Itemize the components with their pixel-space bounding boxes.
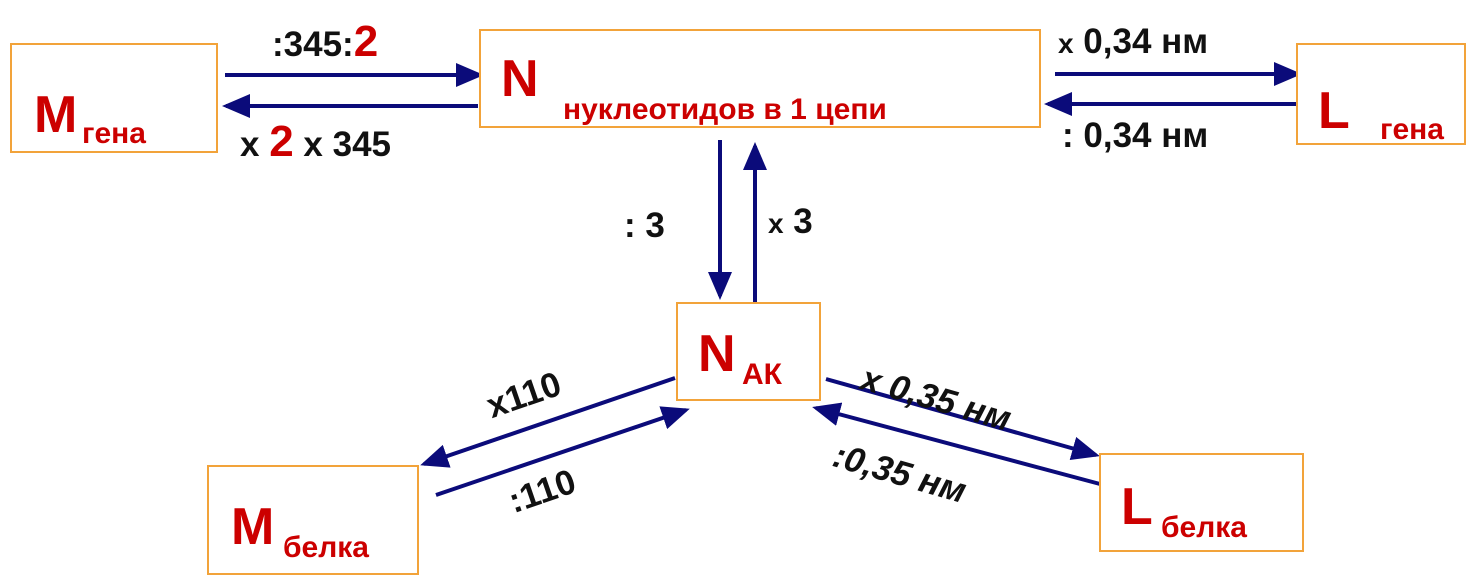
node-m-protein: M белка bbox=[207, 465, 419, 575]
label-ak-to-n: x 3 bbox=[768, 204, 813, 239]
node-n-ak: N АК bbox=[676, 302, 821, 401]
label-n-to-m: x 2 x 345 bbox=[240, 120, 391, 164]
arrow-ak-to-l bbox=[825, 377, 1100, 461]
label-ak-to-n-value: 3 bbox=[783, 202, 813, 241]
label-n-to-l-x: x bbox=[1058, 28, 1074, 59]
label-n-to-m-suffix: x 345 bbox=[293, 125, 391, 164]
label-n-to-l-value: 0,34 нм bbox=[1073, 22, 1209, 61]
label-n-to-ak: : 3 bbox=[624, 206, 665, 245]
node-l-gene-sub: гена bbox=[1380, 113, 1444, 146]
label-n-to-m-prefix: x bbox=[240, 125, 270, 164]
node-n-ak-main: N bbox=[698, 325, 736, 383]
node-m-protein-main: M bbox=[231, 498, 275, 556]
node-m-protein-sub: белка bbox=[283, 531, 369, 564]
arrow-ak-to-m bbox=[420, 376, 676, 468]
arrow-l-to-ak bbox=[812, 402, 1101, 486]
node-l-gene: L гена bbox=[1296, 43, 1466, 145]
node-m-gene-sub: гена bbox=[82, 117, 146, 150]
label-m-to-n-highlight: 2 bbox=[353, 17, 379, 66]
node-l-protein: L белка bbox=[1099, 453, 1304, 552]
node-l-protein-sub: белка bbox=[1161, 511, 1247, 544]
node-l-protein-main: L bbox=[1121, 478, 1153, 536]
node-n-ak-sub: АК bbox=[742, 358, 782, 391]
node-m-gene-main: M bbox=[34, 86, 78, 144]
label-l-to-n: : 0,34 нм bbox=[1062, 116, 1209, 155]
node-n-nucleotides: N нуклеотидов в 1 цепи bbox=[479, 29, 1041, 128]
label-m-to-n: :345:2 bbox=[272, 20, 378, 64]
node-n-nucleotides-sub: нуклеотидов в 1 цепи bbox=[563, 93, 887, 126]
label-ak-to-n-x: x bbox=[768, 208, 784, 239]
node-l-gene-main: L bbox=[1318, 82, 1350, 140]
node-m-gene: M гена bbox=[10, 43, 218, 153]
label-m-to-n-prefix: :345: bbox=[272, 25, 354, 64]
label-n-to-m-highlight: 2 bbox=[269, 117, 294, 166]
label-n-to-l: x 0,34 нм bbox=[1058, 24, 1208, 59]
arrow-m-to-ak bbox=[435, 406, 690, 497]
node-n-nucleotides-main: N bbox=[501, 50, 539, 108]
